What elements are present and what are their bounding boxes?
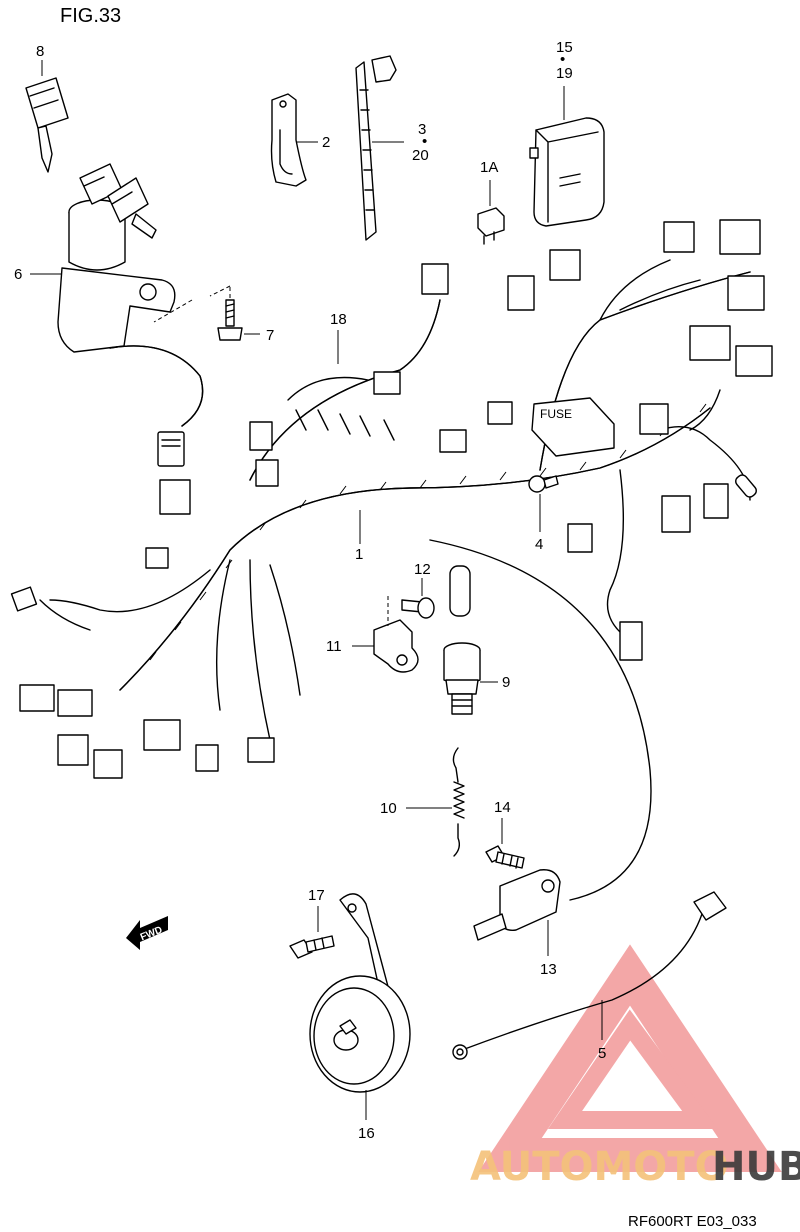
ignition-switch-part-6 [57,163,204,467]
label-part-4: 4 [535,536,543,553]
cable-tie-part-3 [355,55,397,241]
label-part-12: 12 [414,561,431,578]
watermark-text: AUTOMOTO HUB [470,1144,800,1190]
switch-part-13 [473,869,561,941]
label-part-11: 11 [326,638,342,655]
label-part-18: 18 [330,311,347,328]
label-part-8: 8 [36,43,44,60]
bolt-part-14 [485,845,525,869]
label-part-6: 6 [14,266,22,283]
label-part-17: 17 [308,887,325,904]
label-part-3-dot: • [422,133,427,150]
label-part-16: 16 [358,1125,375,1142]
part-labels: 8 6 7 2 3 • 20 1A 15 • 19 18 1 4 12 11 9… [14,39,606,1142]
label-part-5: 5 [598,1045,606,1062]
sub-harness-part-18 [287,376,395,441]
label-part-2: 2 [322,134,330,151]
fuse-part-1A [477,207,505,245]
label-part-7: 7 [266,327,274,344]
bracket-part-11 [373,596,419,673]
fwd-arrow: FWD [126,916,168,950]
spring-part-10 [452,747,465,857]
label-part-15-dot: • [560,51,565,68]
relay-part-15 [529,117,605,227]
switch-part-9 [443,642,481,715]
bolt-part-17 [289,935,335,959]
watermark-logo [478,944,782,1172]
leader-lines [30,60,603,1120]
wiring-harness-part-1: FUSE [10,219,773,901]
label-part-3: 3 [418,121,426,138]
label-part-20: 20 [412,147,429,164]
label-part-15: 15 [556,39,573,56]
bolt-part-12 [401,597,435,619]
figure-title: FIG.33 [60,5,121,27]
horn-part-16 [309,893,411,1093]
label-part-19: 19 [556,65,573,82]
label-part-1: 1 [355,546,363,563]
bracket-part-2 [270,93,307,187]
label-part-14: 14 [494,799,511,816]
label-part-13: 13 [540,961,557,978]
screw-part-4 [528,475,559,493]
watermark-text-a: AUTOMOTO [470,1144,729,1190]
watermark-text-b: HUB [712,1144,800,1190]
label-part-10: 10 [380,800,397,817]
drawing-code: RF600RT E03_033 [628,1213,757,1230]
screw-part-7 [153,285,243,341]
ground-wire-part-5 [452,891,727,1060]
fuse-box-label: FUSE [540,407,572,421]
label-part-1A: 1A [480,159,498,176]
label-part-9: 9 [502,674,510,691]
key-part-8 [25,77,69,173]
